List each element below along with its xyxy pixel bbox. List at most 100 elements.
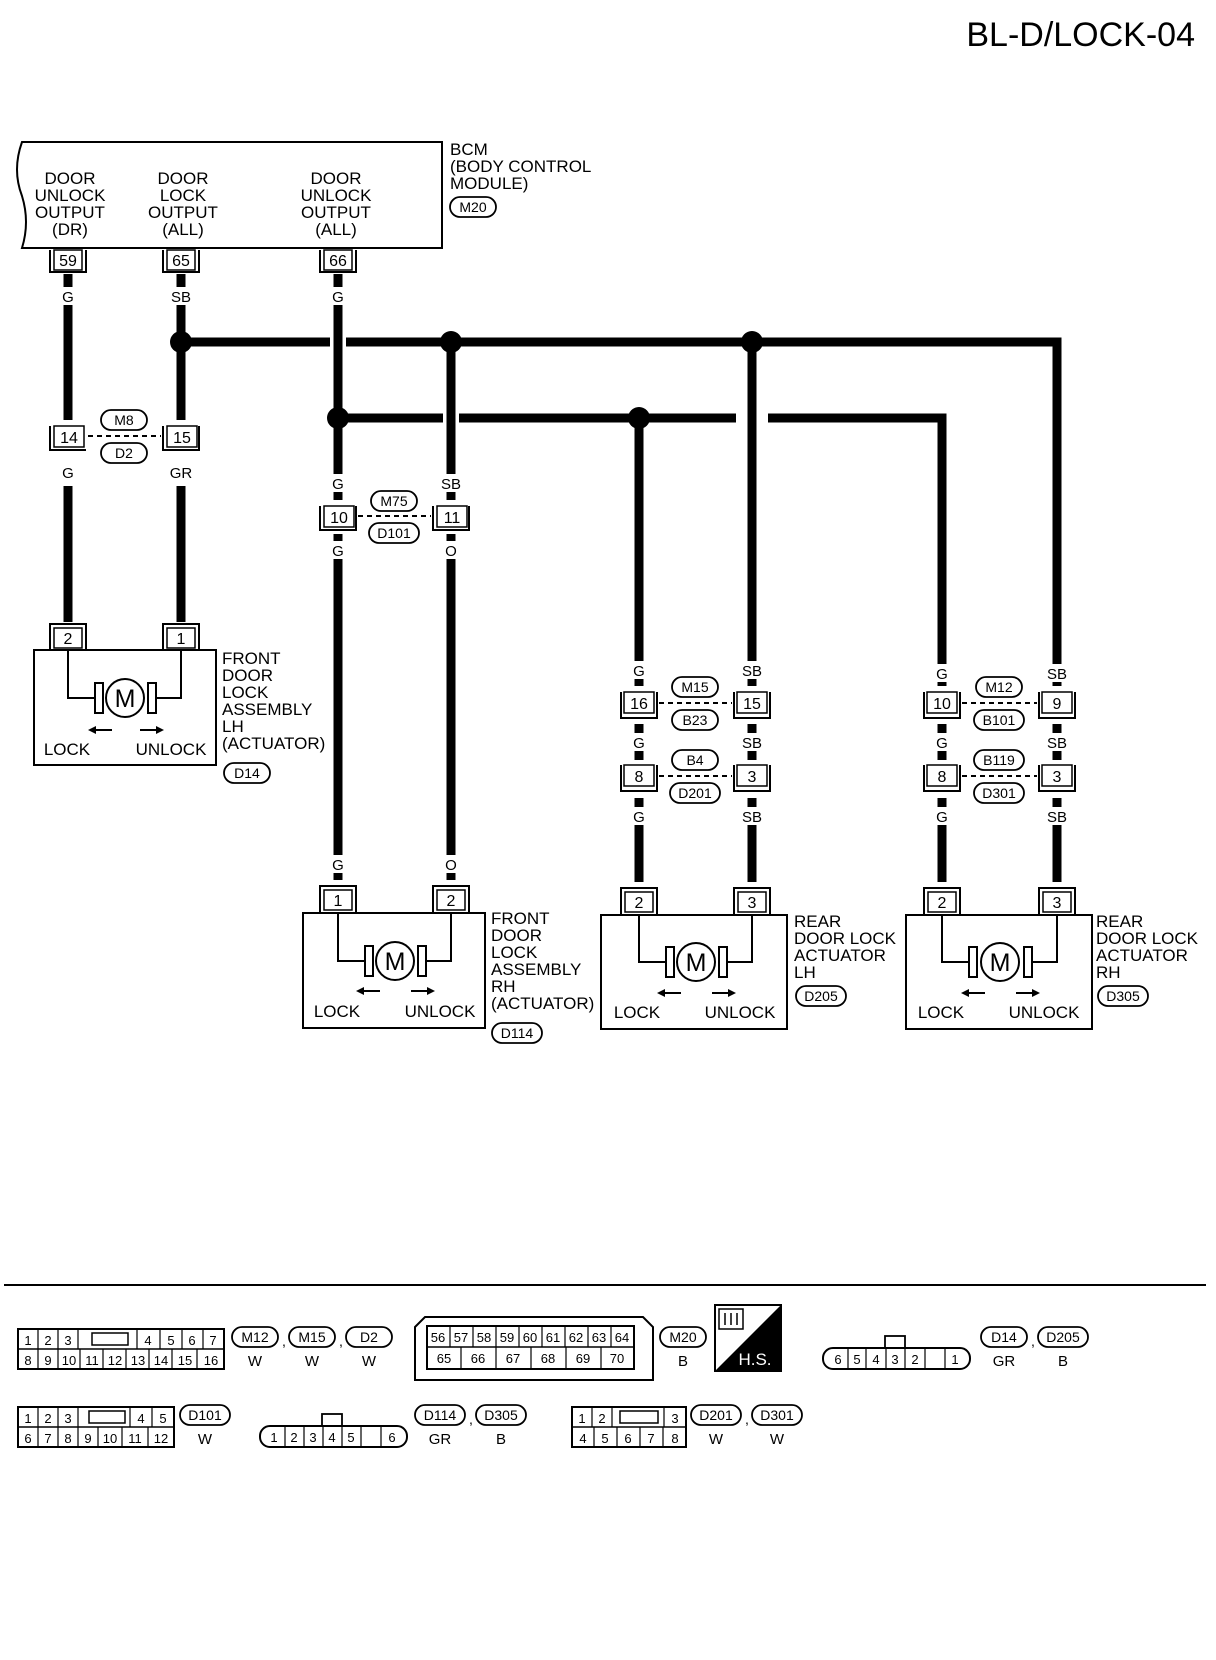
bcm-output-3-line1: DOOR	[311, 169, 362, 188]
cv2-pin-63: 63	[592, 1330, 606, 1345]
actuator-front-rh-label-5: RH	[491, 977, 516, 996]
joint-m75-d101: G SB 10 11 M75 D101 G O	[319, 474, 470, 560]
wire-color-m75-below-a: G	[332, 543, 344, 560]
cv3-pin-5: 5	[853, 1352, 860, 1367]
cv6-id-d301: D301	[760, 1407, 794, 1423]
joint-b119-pin-b: 3	[1053, 769, 1062, 786]
cv2-pin-58: 58	[477, 1330, 491, 1345]
wire-harness	[63, 274, 1062, 882]
actuator-rear-rh-connector: D305	[1106, 988, 1140, 1004]
cv5-color-d305: B	[496, 1431, 506, 1448]
cv6-pin-6: 6	[624, 1431, 631, 1446]
joint-d301-id-bottom: D301	[982, 785, 1016, 801]
cv3-color-d14: GR	[993, 1353, 1016, 1370]
cv2-pin-69: 69	[576, 1351, 590, 1366]
cv3-id-d14: D14	[991, 1329, 1017, 1345]
cv6-id-d201: D201	[699, 1407, 733, 1423]
cv5-color-d114: GR	[429, 1431, 452, 1448]
cv2-id-m20: M20	[669, 1329, 696, 1345]
cv1-pin-7: 7	[209, 1333, 216, 1348]
cv6-pin-8: 8	[671, 1431, 678, 1446]
actuator-front-rh-label-2: DOOR	[491, 926, 542, 945]
bcm-connector-id: M20	[459, 199, 486, 215]
joint-d2-id-bottom: D2	[115, 445, 133, 461]
cv1-id-m12: M12	[241, 1329, 268, 1345]
bcm-label-line3: MODULE)	[450, 174, 528, 193]
joint-m8-pin-a: 14	[60, 430, 78, 447]
cv3-pin-3: 3	[891, 1352, 898, 1367]
cv1-id-d2: D2	[360, 1329, 378, 1345]
cv2-pin-60: 60	[523, 1330, 537, 1345]
wire-color-front-rh-b: O	[445, 857, 457, 874]
cv1-color-d2: W	[362, 1353, 377, 1370]
joint-b4-id-top: B4	[686, 752, 703, 768]
splice-points	[170, 331, 763, 429]
joint-b23-id-bottom: B23	[683, 712, 708, 728]
wire-color-b119-below-a: G	[936, 809, 948, 826]
actuator-rear-rh-label-2: DOOR LOCK	[1096, 929, 1199, 948]
cv2-pin-59: 59	[500, 1330, 514, 1345]
wire-color-59: G	[62, 289, 74, 306]
bcm-module: BCM (BODY CONTROL MODULE) M20 DOOR UNLOC…	[16, 140, 591, 249]
actuator-front-rh-pin-b: 2	[447, 893, 456, 910]
joint-m15-pin-a: 16	[630, 696, 648, 713]
actuator-front-lh-label-2: DOOR	[222, 666, 273, 685]
cv5-pin-5: 5	[347, 1430, 354, 1445]
svg-text:,: ,	[1031, 1333, 1035, 1349]
cv2-pin-61: 61	[546, 1330, 560, 1345]
motor-front-lh: M	[115, 685, 136, 713]
bcm-output-1-line4: (DR)	[52, 220, 88, 239]
cv3-pin-2: 2	[911, 1352, 918, 1367]
actuator-rear-lh-unlock-label: UNLOCK	[705, 1003, 777, 1022]
cv4-id-d101: D101	[188, 1407, 222, 1423]
wire-color-b4-above-a: G	[633, 735, 645, 752]
actuator-rear-lh-label-3: ACTUATOR	[794, 946, 886, 965]
cv4-pin-4: 4	[137, 1411, 144, 1426]
bcm-output-2-line3: OUTPUT	[148, 203, 218, 222]
cv1-pin-14: 14	[154, 1353, 168, 1368]
cv3-id-d205: D205	[1046, 1329, 1080, 1345]
wire-color-m75-below-b: O	[445, 543, 457, 560]
connector-view-m12-m15-d2: 1 2 3 4 5 6 7 8 9 10 11 12 13 14 15 16 M…	[17, 1326, 393, 1370]
joint-m15-pin-b: 15	[743, 696, 761, 713]
cv3-pin-1: 1	[951, 1352, 958, 1367]
cv2-pin-65: 65	[437, 1351, 451, 1366]
cv6-pin-7: 7	[647, 1431, 654, 1446]
wire-color-m8-below-b: GR	[170, 465, 193, 482]
connector-view-d101: 1 2 3 4 5 6 7 8 9 10 11 12 D101 W	[17, 1404, 231, 1448]
cv3-pin-4: 4	[872, 1352, 879, 1367]
actuator-rear-rh-pin-a: 2	[938, 895, 947, 912]
cv1-pin-12: 12	[108, 1353, 122, 1368]
cv5-id-d114: D114	[424, 1407, 457, 1423]
cv2-pin-57: 57	[454, 1330, 468, 1345]
actuator-front-lh-label-3: LOCK	[222, 683, 269, 702]
actuator-rear-rh-label-4: RH	[1096, 963, 1121, 982]
actuator-front-lh-label-6: (ACTUATOR)	[222, 734, 325, 753]
actuator-rear-rh-lock-label: LOCK	[918, 1003, 965, 1022]
cv1-pin-4: 4	[144, 1333, 151, 1348]
actuator-rear-lh-label-1: REAR	[794, 912, 841, 931]
actuator-front-rh-lock-label: LOCK	[314, 1002, 361, 1021]
wire-color-m12-above-b: SB	[1047, 666, 1067, 683]
actuator-front-rh-unlock-label: UNLOCK	[405, 1002, 477, 1021]
cv4-pin-7: 7	[44, 1431, 51, 1446]
actuator-rear-lh-label-4: LH	[794, 963, 816, 982]
joint-m75-pin-b: 11	[444, 510, 461, 527]
bcm-output-1-line3: OUTPUT	[35, 203, 105, 222]
wire-color-b4-above-b: SB	[742, 735, 762, 752]
bcm-wire-colors: G SB G	[60, 287, 346, 306]
joint-b4-d201: G SB 8 3 B4 D201 G SB	[620, 733, 771, 826]
joint-m8-id-top: M8	[114, 412, 134, 428]
cv6-color-d201: W	[709, 1431, 724, 1448]
cv4-pin-8: 8	[64, 1431, 71, 1446]
cv4-pin-5: 5	[159, 1411, 166, 1426]
cv4-pin-12: 12	[154, 1431, 168, 1446]
cv1-pin-2: 2	[44, 1333, 51, 1348]
cv4-pin-2: 2	[44, 1411, 51, 1426]
actuator-rear-lh-connector: D205	[804, 988, 838, 1004]
wire-color-m12-above-a: G	[936, 666, 948, 683]
actuator-rear-rh-unlock-label: UNLOCK	[1009, 1003, 1081, 1022]
svg-text:,: ,	[282, 1333, 286, 1349]
joint-d201-id-bottom: D201	[678, 785, 712, 801]
cv6-pin-3: 3	[671, 1411, 678, 1426]
